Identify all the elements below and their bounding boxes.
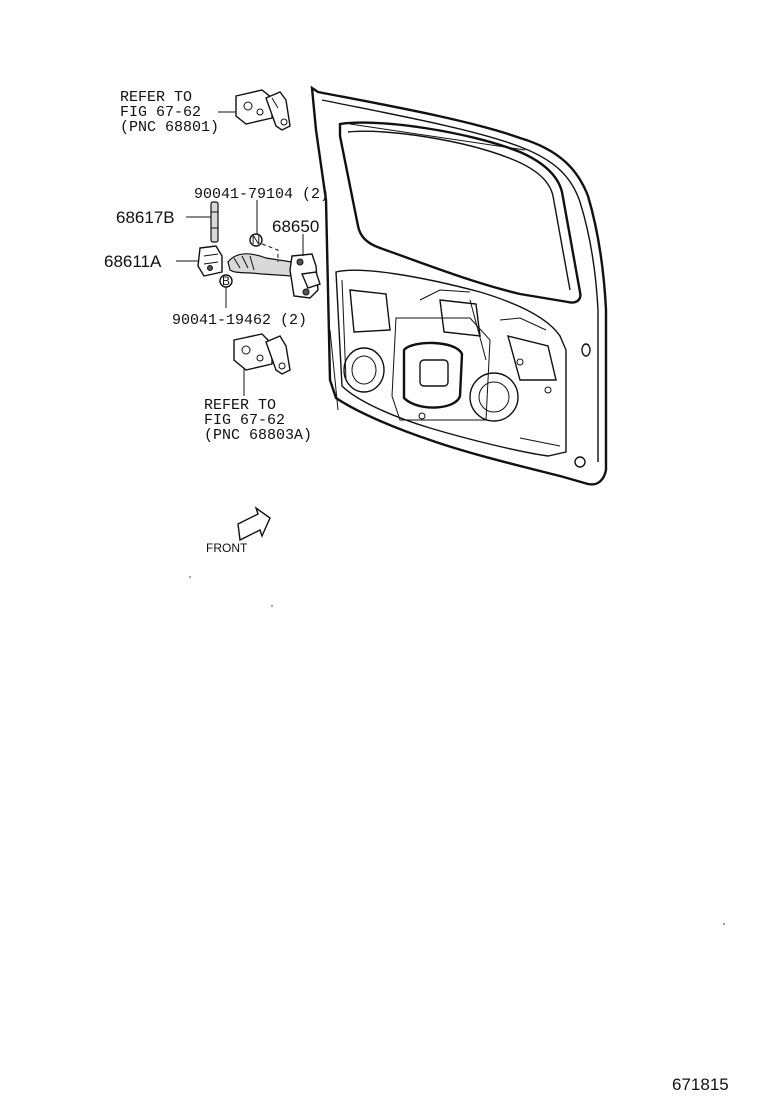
nut-marker-icon: N <box>249 233 263 247</box>
door-check-bracket <box>197 245 223 277</box>
refer-upper-line1: REFER TO <box>120 89 192 106</box>
part-number-90041-79104: 90041-79104 (2) <box>194 186 329 203</box>
back-door-panel <box>310 85 608 486</box>
refer-lower-line2: FIG 67-62 <box>204 412 285 429</box>
figure-number: 671815 <box>672 1075 729 1094</box>
check-pin <box>210 201 219 243</box>
svg-text:B: B <box>222 274 230 288</box>
lower-hinge <box>233 333 291 375</box>
part-number-90041-19462: 90041-19462 (2) <box>172 312 307 329</box>
leader-lines <box>176 111 304 396</box>
refer-upper-line2: FIG 67-62 <box>120 104 201 121</box>
refer-lower-line3: (PNC 68803A) <box>204 427 312 444</box>
svg-text:N: N <box>252 233 261 247</box>
door-check-assy <box>227 253 321 299</box>
bolt-marker-icon: B <box>219 274 233 288</box>
refer-upper-line3: (PNC 68801) <box>120 119 219 136</box>
front-label: FRONT <box>206 541 248 555</box>
part-number-68617B: 68617B <box>116 208 175 227</box>
upper-hinge <box>235 89 291 131</box>
front-arrow-icon <box>237 506 271 542</box>
part-number-68650: 68650 <box>272 217 319 236</box>
refer-lower-line1: REFER TO <box>204 397 276 414</box>
part-number-68611A: 68611A <box>104 252 162 271</box>
